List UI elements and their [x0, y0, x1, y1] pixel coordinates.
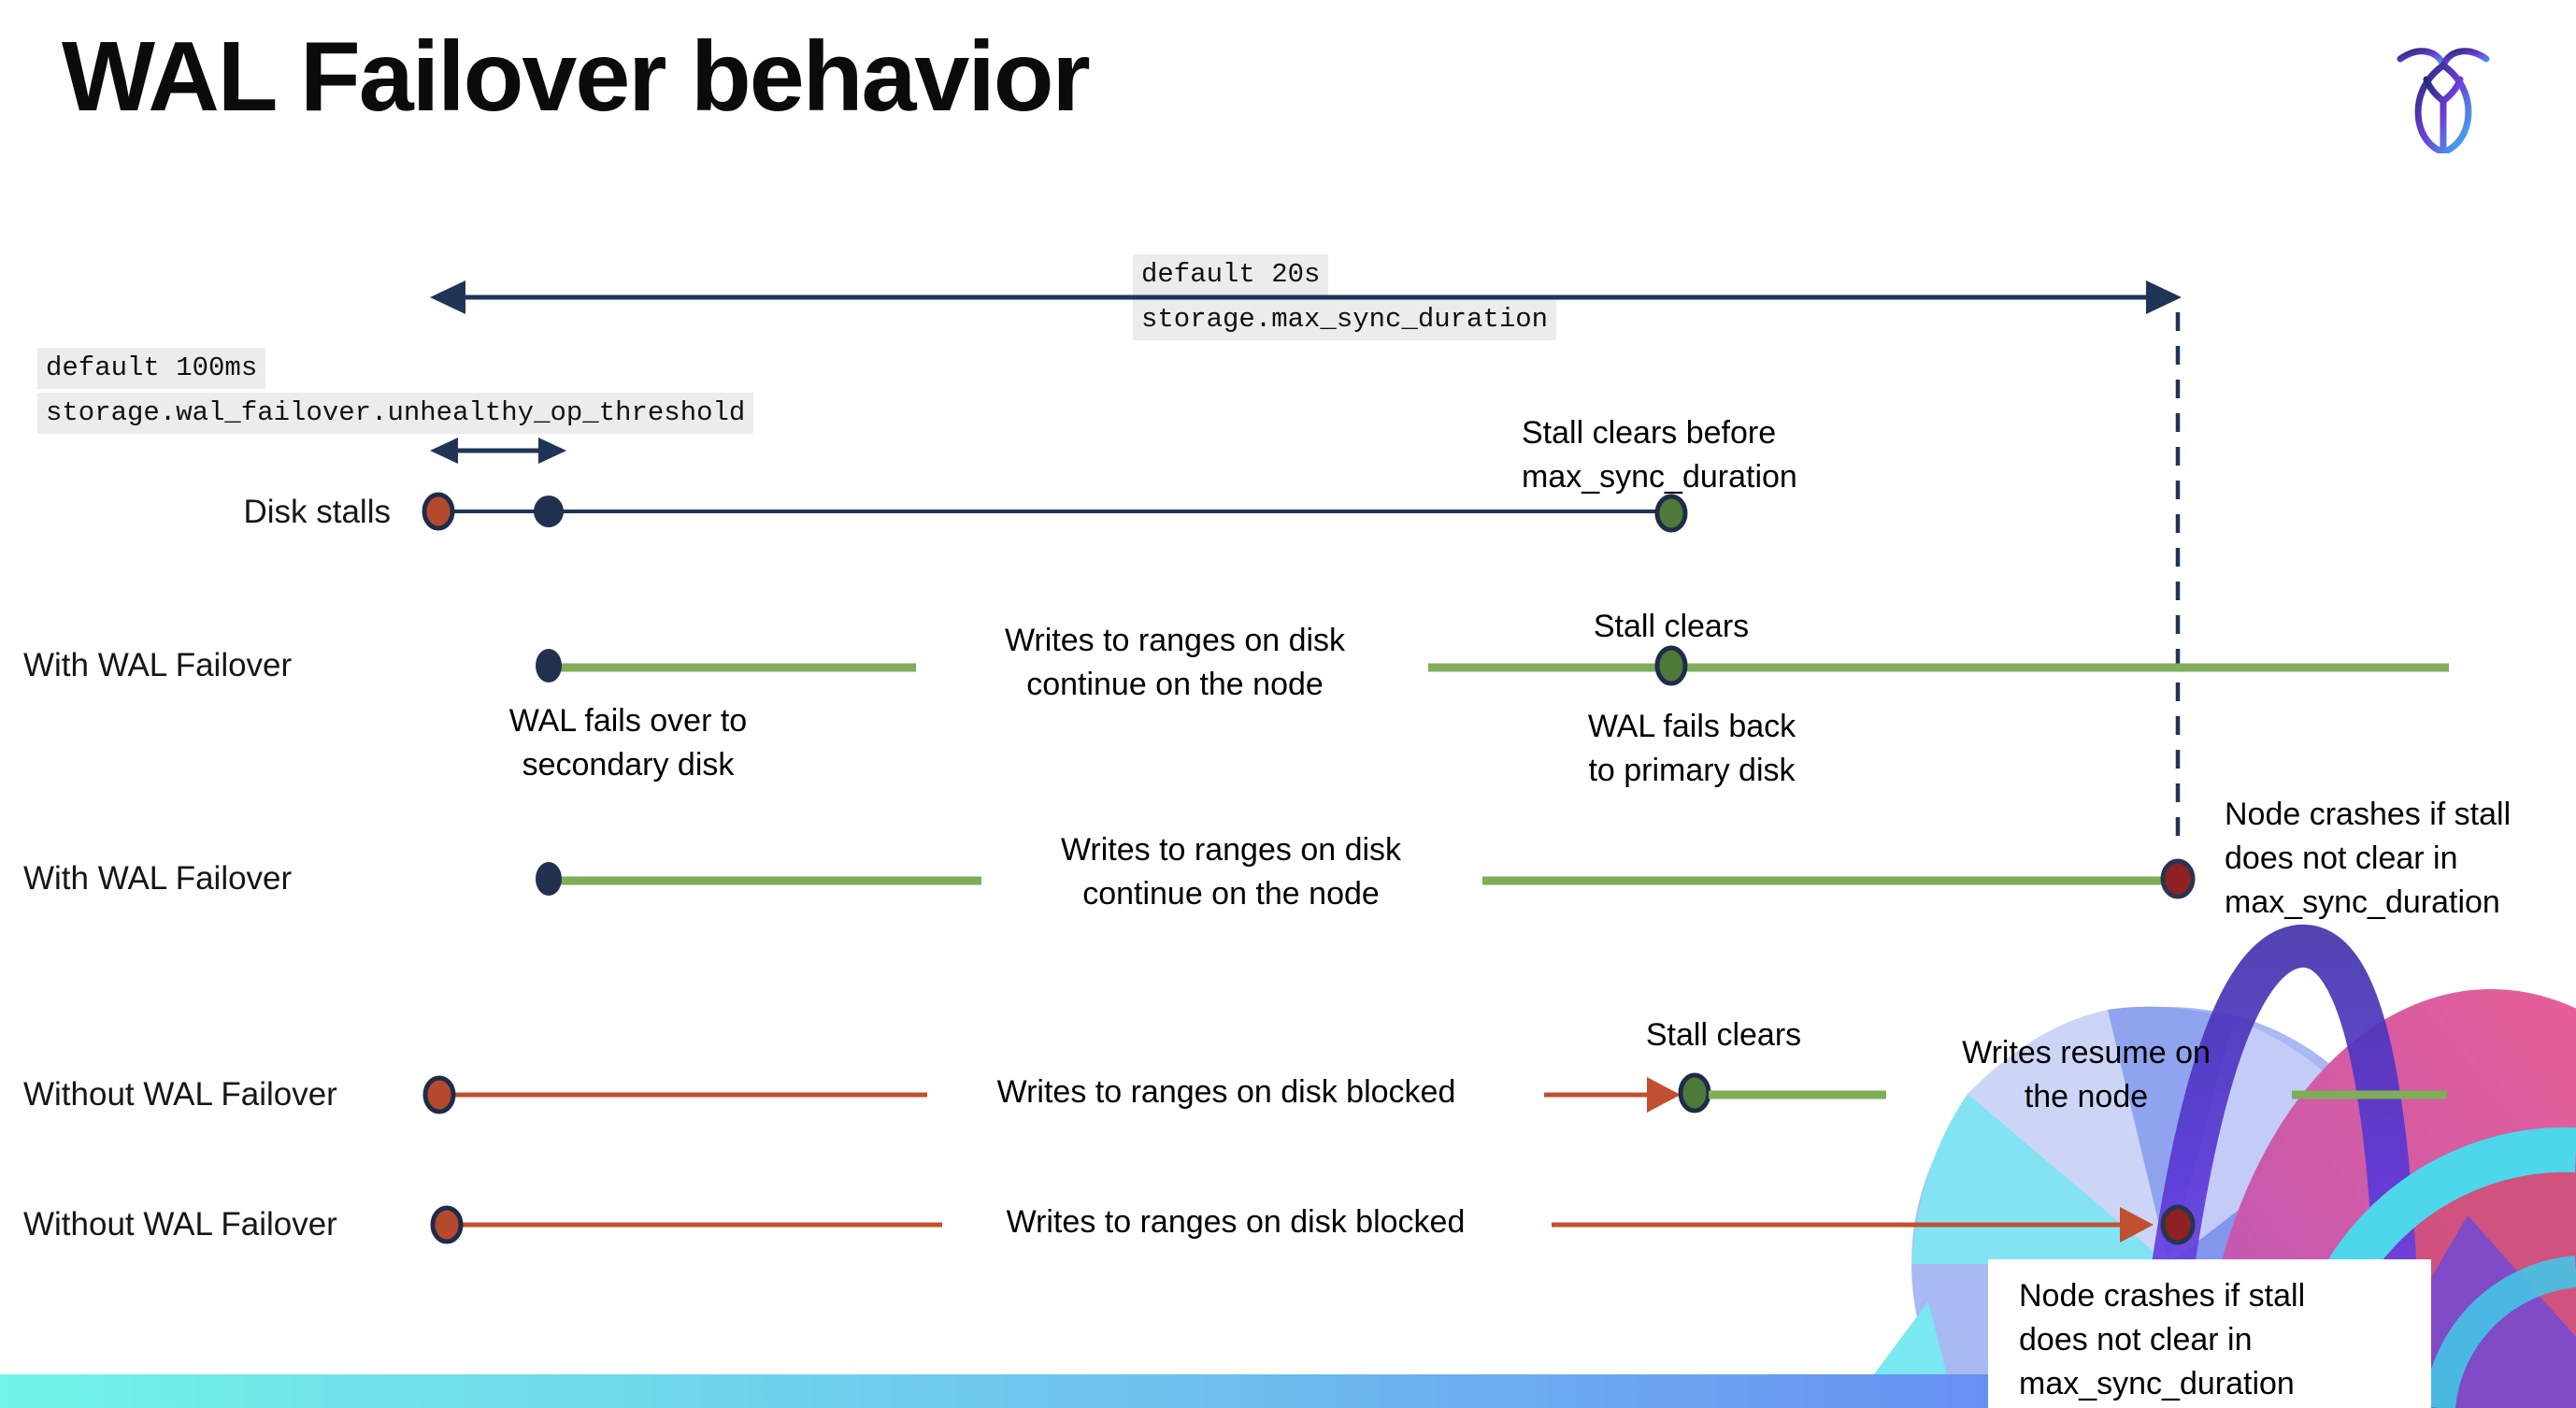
annotation-writes-resume: Writes resume on the node: [1962, 1035, 2211, 1114]
stall-clear-dot: [1654, 645, 1688, 686]
arrowhead-left-icon: [430, 438, 458, 464]
red-arrowhead-icon: [1647, 1077, 1681, 1113]
arrowhead-right-icon: [2146, 280, 2182, 314]
dome-wedge-light: [1968, 1010, 2168, 1264]
annotation-writes-blocked-2: Writes to ranges on disk blocked: [1006, 1204, 1466, 1240]
max-sync-callout: default 20s storage.max_sync_duration: [1133, 254, 1557, 344]
dome-wedge-cyan: [1911, 1094, 2168, 1264]
arrowhead-right-icon: [538, 438, 566, 464]
unhealthy-op-arrow: [430, 438, 566, 464]
annotation-wal-fails-back: WAL fails back to primary disk: [1587, 709, 1796, 788]
annotation-stall-clears-2: Stall clears: [1645, 1017, 1802, 1053]
unhealthy-op-callout: default 100ms storage.wal_failover.unhea…: [37, 348, 754, 438]
annotation-writes-continue-2: Writes to ranges on disk continue on the…: [1060, 832, 1402, 912]
row-label-with-wal-failover-2: With WAL Failover: [23, 860, 293, 897]
logo-vein: [2423, 76, 2464, 153]
cockroachdb-logo-icon: [2397, 48, 2490, 153]
cyan-arch-small: [2424, 1256, 2576, 1408]
arrowhead-left-icon: [430, 280, 465, 314]
logo-antenna-left: [2397, 48, 2447, 69]
logo-antenna-right: [2440, 48, 2490, 69]
stall-clear-dot: [1678, 1072, 1711, 1113]
unhealthy-default-label: default 100ms: [37, 348, 266, 389]
annotation-wal-fails-over: WAL fails over to secondary disk: [508, 703, 748, 783]
row-label-with-wal-failover-1: With WAL Failover: [23, 647, 293, 683]
row-label-without-wal-failover-2: Without WAL Failover: [23, 1206, 337, 1243]
timeline-row-disk-stalls: [422, 492, 1688, 533]
annotation-node-crashes-1: Node crashes if stall does not clear in …: [2225, 797, 2512, 920]
max-sync-default-label: default 20s: [1133, 254, 1329, 295]
stall-start-dot: [422, 492, 455, 531]
row-label-without-wal-failover-1: Without WAL Failover: [23, 1076, 337, 1113]
annotation-node-crashes-2: Node crashes if stall does not clear in …: [2019, 1278, 2306, 1401]
annotation-writes-blocked-1: Writes to ranges on disk blocked: [996, 1074, 1456, 1110]
row-label-disk-stalls: Disk stalls: [243, 494, 391, 530]
node-crash-dot: [2160, 858, 2196, 899]
annotation-stall-clears-before: Stall clears before max_sync_duration: [1522, 415, 1797, 495]
failover-dot: [536, 862, 562, 896]
unhealthy-setting-label: storage.wal_failover.unhealthy_op_thresh…: [37, 393, 754, 434]
timeline-row-with-failover-1: [536, 645, 2449, 686]
max-sync-setting-label: storage.max_sync_duration: [1133, 299, 1557, 340]
purple-ribbon-arc: [2134, 924, 2422, 1408]
failover-dot: [536, 649, 562, 682]
annotation-writes-continue-1: Writes to ranges on disk continue on the…: [1004, 623, 1346, 702]
node-crash-dot: [2160, 1204, 2196, 1245]
node-crash-note-box: Node crashes if stall does not clear in …: [1988, 1259, 2431, 1408]
failover-trigger-dot: [534, 496, 564, 527]
stall-clear-dot: [1654, 494, 1688, 533]
page-title: WAL Failover behavior: [62, 22, 1091, 132]
timeline-row-with-failover-2: [536, 858, 2196, 899]
red-arrowhead-icon: [2120, 1207, 2154, 1243]
max-sync-arrow: [430, 280, 2182, 314]
timeline-row-without-failover-2: [430, 1204, 2196, 1245]
stall-start-dot: [430, 1205, 464, 1244]
timeline-row-without-failover-1: [422, 1072, 2447, 1114]
stall-start-dot: [422, 1075, 456, 1114]
annotation-stall-clears-1: Stall clears: [1593, 609, 1750, 644]
